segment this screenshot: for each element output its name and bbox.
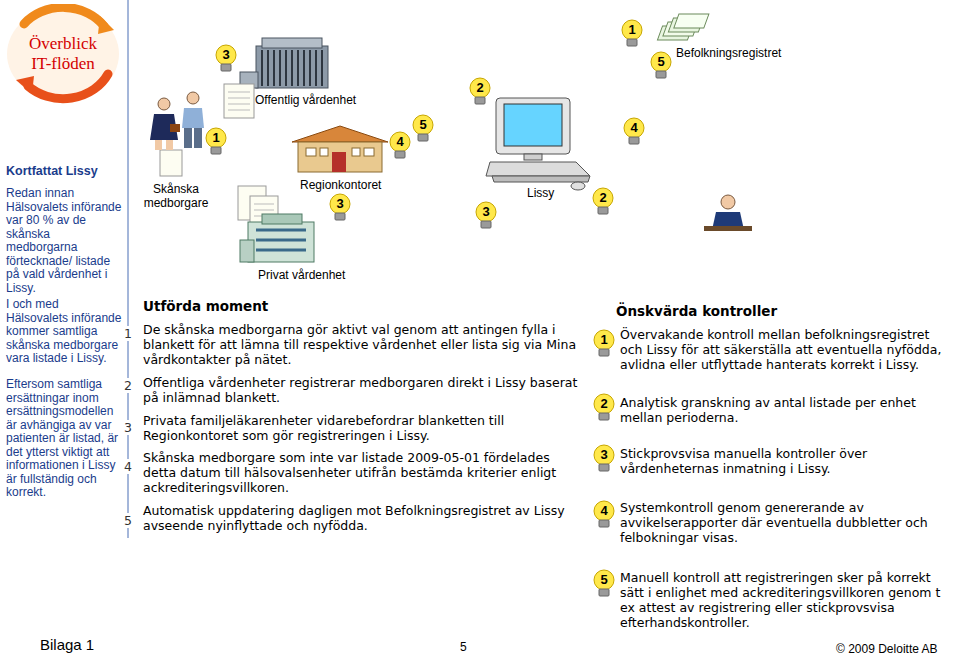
footer-text: Bilaga 1 [40, 636, 94, 654]
icon-caption: Befolkningsregistret [676, 46, 781, 60]
step-text: Offentliga vårdenheter registrerar medbo… [143, 375, 585, 405]
step-number: 1 [122, 326, 134, 341]
side-paragraph: Eftersom samtliga ersättningar inom ersä… [6, 378, 122, 500]
footer-text: 5 [460, 640, 467, 654]
bulb-icon [594, 330, 614, 356]
step-text: Analytisk granskning av antal listade pe… [620, 395, 954, 425]
bulb-icon [593, 188, 613, 214]
step-number: 4 [122, 459, 134, 474]
bulb-icon [216, 45, 236, 71]
register-icon [657, 14, 708, 40]
hospital-building [240, 38, 328, 88]
step-text: Manuell kontroll att registreringen sker… [620, 570, 954, 630]
callout-number: 5 [594, 571, 614, 589]
citizen-figures [150, 92, 204, 150]
section-heading: Utförda moment [143, 298, 268, 315]
side-heading: Kortfattat Lissy [6, 164, 122, 179]
icon-caption: Regionkontoret [300, 178, 381, 192]
callout-number: 2 [594, 395, 614, 413]
callout-number: 1 [206, 129, 226, 147]
callout-number: 5 [413, 116, 433, 134]
callout-number: 4 [594, 502, 614, 520]
step-text: Övervakande kontroll mellan befolkningsr… [620, 327, 954, 372]
callout-number: 4 [624, 119, 644, 137]
callout-number: 2 [470, 79, 490, 97]
side-paragraph: I och med Hälsovalets införande kommer s… [6, 298, 122, 366]
callout-number: 1 [622, 21, 642, 39]
bulb-icon [594, 570, 614, 596]
callout-number: 3 [330, 195, 350, 213]
callout-number: 1 [594, 331, 614, 349]
icon-caption: Offentlig vårdenhet [255, 93, 356, 107]
bulb-icon [330, 194, 350, 220]
step-number: 2 [122, 378, 134, 393]
step-text: Stickprovsvisa manuella kontroller över … [620, 446, 954, 476]
bulb-icon [206, 128, 226, 154]
step-number: 5 [122, 513, 134, 528]
bulb-icon [624, 118, 644, 144]
section-heading: Önskvärda kontroller [616, 303, 777, 320]
logo-circle: Överblick IT-flöden [4, 4, 122, 104]
callout-number: 4 [390, 133, 410, 151]
bulb-icon [390, 132, 410, 158]
callout-number: 3 [594, 446, 614, 464]
step-number: 3 [122, 420, 134, 435]
step-text: Privata familjeläkarenheter vidarebeford… [143, 413, 585, 443]
bulb-icon [470, 78, 490, 104]
step-text: Systemkontroll genom genererande av avvi… [620, 500, 954, 545]
bulb-icon [594, 445, 614, 471]
bulb-icon [594, 501, 614, 527]
computer-icon [486, 98, 590, 190]
callout-number: 3 [476, 203, 496, 221]
bulb-icon [476, 202, 496, 228]
step-text: Skånska medborgare som inte var listade … [143, 450, 585, 495]
icon-caption: Lissy [527, 186, 554, 200]
icon-caption: Skånska medborgare [138, 182, 214, 210]
logo-text: Överblick IT-flöden [21, 34, 105, 74]
bulb-icon [651, 52, 671, 78]
bulb-icon [622, 20, 642, 46]
callout-number: 5 [651, 53, 671, 71]
footer-text: © 2009 Deloitte AB [836, 642, 938, 656]
operator-figure [704, 195, 752, 231]
callout-number: 3 [216, 46, 236, 64]
bulb-icon [594, 394, 614, 420]
regional-office [292, 126, 388, 172]
private-clinic [240, 214, 314, 262]
step-text: Automatisk uppdatering dagligen mot Befo… [143, 503, 585, 533]
icon-caption: Privat vårdenhet [258, 268, 345, 282]
divider-line [128, 0, 129, 538]
step-text: De skånska medborgarna gör aktivt val ge… [143, 322, 585, 367]
bulb-icon [413, 115, 433, 141]
side-paragraph: Redan innan Hälsovalets införande var 80… [6, 187, 122, 295]
callout-number: 2 [593, 189, 613, 207]
